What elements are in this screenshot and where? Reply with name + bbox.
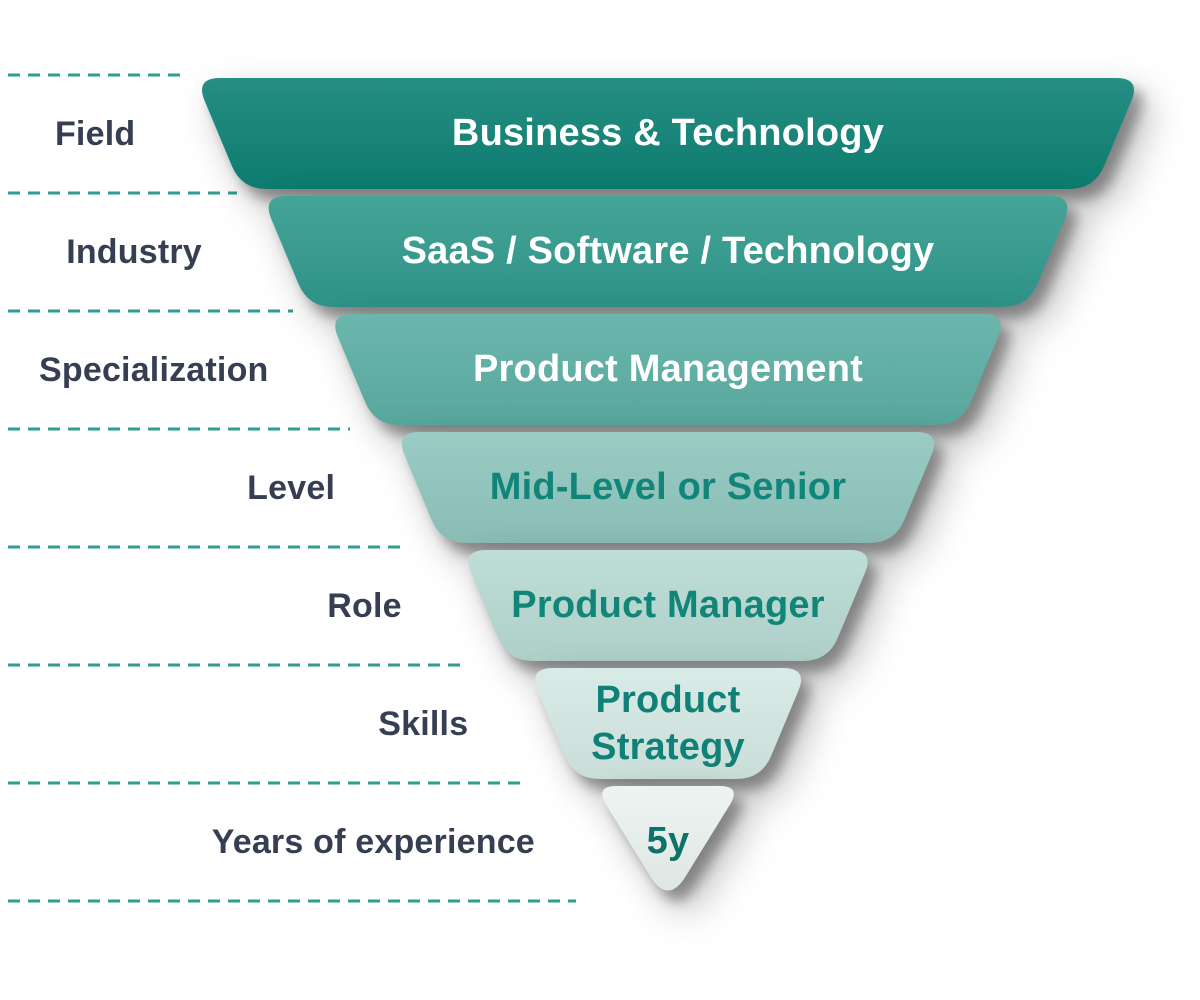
segment-value-specialization: Product Management [473, 348, 863, 391]
row-label-industry: Industry [66, 232, 202, 271]
row-label-skills: Skills [378, 704, 469, 743]
funnel-segment-2 [335, 314, 1001, 425]
segment-value-level: Mid-Level or Senior [489, 466, 847, 509]
funnel-segment-6 [602, 786, 734, 891]
funnel-segment-4 [468, 550, 868, 661]
segment-value-years: 5y [646, 820, 690, 863]
row-label-field: Field [54, 114, 136, 153]
funnel-segment-5 [534, 668, 802, 779]
funnel-segment-0 [201, 78, 1135, 189]
funnel-segment-1 [268, 196, 1068, 307]
segment-value-skills: Product Strategy [591, 679, 745, 768]
segment-value-field: Business & Technology [451, 112, 885, 155]
segment-value-industry: SaaS / Software / Technology [401, 230, 935, 273]
row-label-specialization: Specialization [38, 350, 269, 389]
row-label-role: Role [327, 586, 402, 625]
funnel-segment-3 [401, 432, 935, 543]
row-label-years-of-experience: Years of experience [211, 822, 535, 861]
row-label-level: Level [247, 468, 336, 507]
segment-value-role: Product Manager [511, 584, 825, 627]
